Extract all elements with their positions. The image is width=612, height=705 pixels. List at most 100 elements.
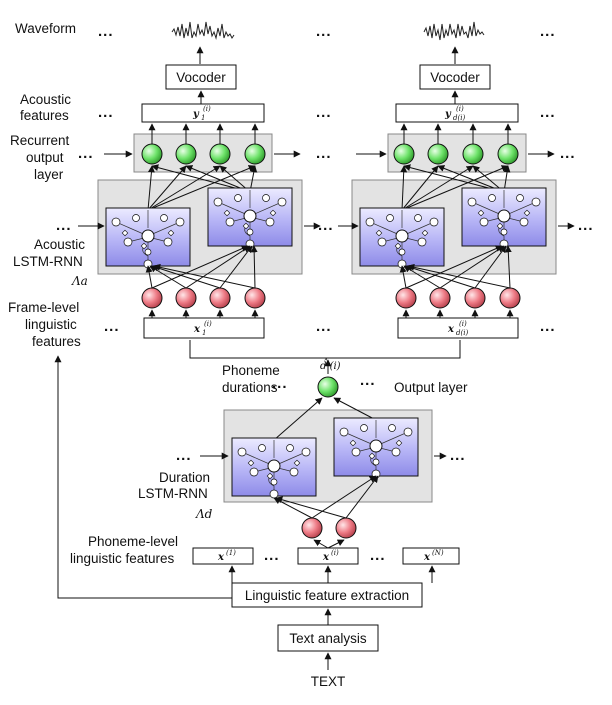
text-analysis-box	[277, 624, 379, 652]
ellipsis-waveform-right: ...	[540, 23, 556, 40]
ellipsis-frame-left: ...	[104, 318, 120, 335]
x-phone-1-base: x	[217, 552, 225, 563]
output-to-feature-arrows	[148, 123, 512, 144]
frame-feature-box-1	[143, 317, 265, 339]
linguistic-feature-extraction-label: Linguistic feature extraction	[245, 588, 409, 603]
duration-bracket	[189, 340, 461, 359]
acoustic-lstm-block	[359, 207, 445, 269]
acoustic-lstm-block	[207, 187, 293, 249]
phoneme-feature-box-1	[192, 547, 254, 565]
y-last-base: y	[444, 109, 452, 120]
acoustic-features-label-2: features	[20, 108, 69, 123]
ellipsis-waveform-mid: ...	[316, 23, 332, 40]
recurrent-output-label-1: Recurrent	[10, 133, 70, 148]
y-last-sup: (i)	[456, 105, 464, 113]
acoustic-lstm-block	[105, 207, 191, 269]
waveform-2	[423, 21, 485, 41]
output-unit	[497, 143, 519, 165]
output-unit	[427, 143, 449, 165]
x-phone-N-base: x	[423, 552, 431, 563]
frame-level-label-3: features	[32, 334, 81, 349]
ellipsis-frame-right: ...	[540, 318, 556, 335]
recurrent-output-label-2: output	[26, 150, 64, 165]
input-unit	[395, 287, 417, 309]
x-frame-last-base: x	[447, 324, 455, 335]
x-phone-i-sup: (i)	[331, 549, 339, 557]
phoneme-feature-box-i	[297, 547, 359, 565]
output-unit	[244, 143, 266, 165]
input-unit	[464, 287, 486, 309]
ellipsis-waveform-left: ...	[98, 23, 114, 40]
phoneme-durations-label-1: Phoneme	[222, 363, 280, 378]
acoustic-lstm-block	[461, 187, 547, 249]
vocoder-label-2: Vocoder	[430, 70, 480, 85]
ellipsis-durations-right: ...	[360, 372, 376, 389]
waveform-label: Waveform	[15, 21, 76, 36]
ellipsis-phoneme-right: ...	[370, 547, 386, 564]
duration-lstm-label-1: Duration	[159, 470, 210, 485]
x-frame-last-sub: d(i)	[456, 329, 468, 337]
acoustic-lstm-label-2: LSTM-RNN	[13, 254, 83, 269]
ellipsis-output-right: ...	[560, 145, 576, 162]
input-unit	[175, 287, 197, 309]
acoustic-input-units-1	[141, 287, 266, 309]
output-unit	[393, 143, 415, 165]
ellipsis-duration-lstm-left: ...	[176, 447, 192, 464]
vocoder-box-2	[419, 64, 491, 90]
phoneme-feature-box-N	[402, 547, 460, 565]
output-unit	[141, 143, 163, 165]
x-phone-1-sup: (1)	[226, 549, 236, 557]
input-unit	[429, 287, 451, 309]
output-unit	[209, 143, 231, 165]
d-hat-label: d̂ (i)	[320, 359, 341, 372]
y-first-base: y	[192, 109, 200, 120]
x-phone-i-base: x	[322, 552, 330, 563]
duration-input-unit	[335, 517, 357, 539]
acoustic-feature-box-2	[395, 103, 519, 123]
y-first-sub: 1	[201, 114, 205, 122]
ellipsis-lstm-left: ...	[56, 217, 72, 234]
acoustic-output-units-1	[141, 143, 266, 165]
vocoder-label-1: Vocoder	[176, 70, 226, 85]
ellipsis-durations-left: ...	[272, 375, 288, 392]
phoneme-level-label-1: Phoneme-level	[88, 534, 178, 549]
input-to-lstm-arrows-2	[399, 245, 512, 289]
text-analysis-label: Text analysis	[289, 631, 367, 646]
output-unit	[175, 143, 197, 165]
ellipsis-duration-lstm-right: ...	[450, 447, 466, 464]
duration-output-unit	[317, 376, 339, 398]
frame-level-label-2: linguistic	[25, 317, 77, 332]
input-unit	[244, 287, 266, 309]
ellipsis-phoneme-left: ...	[264, 547, 280, 564]
x-frame-first-sup: (i)	[204, 320, 212, 328]
waveform-1	[171, 21, 235, 40]
input-to-lstm-arrows-1	[145, 245, 258, 289]
ellipsis-frame-mid: ...	[316, 318, 332, 335]
input-unit	[499, 287, 521, 309]
acoustic-lstm-label-1: Acoustic	[34, 237, 85, 252]
duration-lstm-block	[333, 417, 419, 479]
ellipsis-lstm-mid: ...	[318, 217, 334, 234]
input-unit	[141, 287, 163, 309]
phoneme-durations-label-2: durations	[222, 380, 278, 395]
ellipsis-lstm-right: ...	[578, 217, 594, 234]
duration-lambda: Λd	[195, 507, 213, 521]
ellipsis-output-left: ...	[78, 145, 94, 162]
phoneme-level-label-2: linguistic features	[70, 551, 175, 566]
y-last-sub: d(i)	[453, 114, 465, 122]
output-layer-label: Output layer	[394, 380, 468, 395]
acoustic-features-label-1: Acoustic	[20, 92, 71, 107]
ellipsis-acoustic-left: ...	[98, 104, 114, 121]
frame-to-input-arrows	[148, 309, 514, 318]
feature-feedback-line	[54, 355, 232, 599]
acoustic-feature-box-1	[141, 103, 265, 123]
frame-feature-box-2	[397, 317, 519, 339]
text-input-label: TEXT	[311, 674, 346, 689]
x-frame-last-sup: (i)	[459, 320, 467, 328]
duration-lstm-block	[231, 437, 317, 499]
recurrent-output-label-3: layer	[34, 167, 64, 182]
ellipsis-acoustic-mid: ...	[316, 104, 332, 121]
acoustic-input-units-2	[395, 287, 521, 309]
acoustic-lambda: Λa	[71, 274, 88, 288]
